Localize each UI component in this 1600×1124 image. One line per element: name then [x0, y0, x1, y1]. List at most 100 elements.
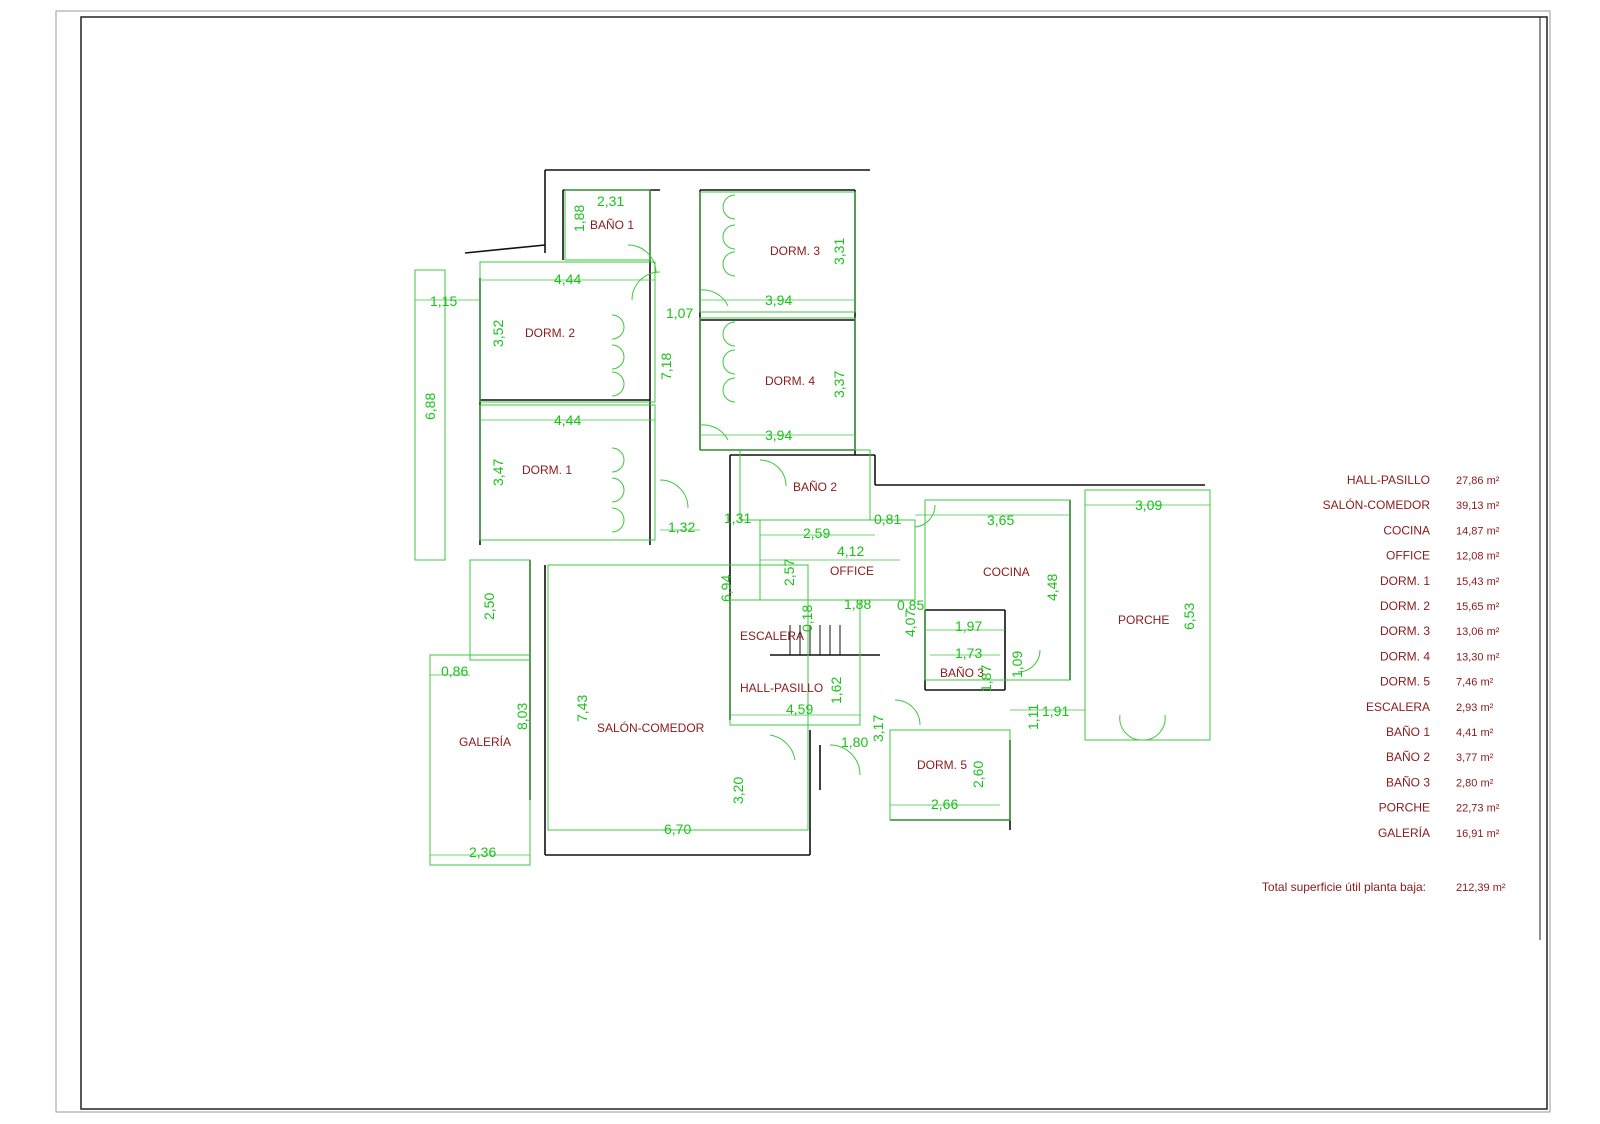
dimension-label: 7,43 — [574, 695, 590, 722]
dimension-label: 1,91 — [1042, 703, 1069, 719]
dimension-label: 8,03 — [514, 703, 530, 730]
legend-room-name: BAÑO 3 — [1386, 775, 1430, 789]
legend-room-name: HALL-PASILLO — [1347, 473, 1430, 487]
dimension-label: 2,31 — [597, 193, 624, 209]
dimension-labels: 2,31 4,44 1,15 1,07 3,94 4,44 3,94 1,31 … — [430, 193, 1162, 860]
door-swings — [611, 194, 1166, 776]
legend-room-area: 7,46 m² — [1456, 677, 1494, 689]
dimension-label: 7,18 — [658, 353, 674, 380]
dimension-label: 1,88 — [844, 596, 871, 612]
room-label-porche: PORCHE — [1118, 613, 1169, 627]
sheet-frame — [55, 10, 1551, 1113]
room-label-galeria: GALERÍA — [459, 734, 511, 749]
room-label-hall: HALL-PASILLO — [740, 681, 823, 695]
dimension-label: 4,59 — [786, 701, 813, 717]
dimension-label: 3,52 — [490, 320, 506, 347]
legend-room-area: 2,93 m² — [1456, 702, 1494, 714]
area-legend: HALL-PASILLO 27,86 m² SALÓN-COMEDOR 39,13 m… — [1323, 473, 1500, 840]
dimension-label: 2,59 — [803, 525, 830, 541]
legend-room-area: 27,86 m² — [1456, 475, 1500, 487]
legend-room-name: SALÓN-COMEDOR — [1323, 497, 1431, 512]
dimension-label: 3,94 — [765, 427, 792, 443]
dimension-label: 2,36 — [469, 844, 496, 860]
legend-room-name: PORCHE — [1379, 801, 1430, 815]
legend-room-area: 4,41 m² — [1456, 727, 1494, 739]
dimension-label: 1,80 — [841, 734, 868, 750]
dimension-label: 3,37 — [831, 371, 847, 398]
legend-room-name: BAÑO 2 — [1386, 750, 1430, 764]
legend-room-area: 15,65 m² — [1456, 601, 1500, 613]
dimension-label: 0,81 — [874, 511, 901, 527]
legend-room-area: 2,80 m² — [1456, 777, 1494, 789]
dimension-label: 1,31 — [724, 510, 751, 526]
vertical-dimension-labels: 1,88 3,31 3,52 7,18 3,37 6,88 3,47 2,57 … — [422, 205, 1197, 804]
dimension-label: 0,18 — [799, 605, 815, 632]
legend-room-area: 14,87 m² — [1456, 525, 1500, 537]
dimension-label: 1,32 — [668, 519, 695, 535]
total-value: 212,39 m² — [1456, 882, 1506, 894]
dimension-label: 6,88 — [422, 393, 438, 420]
dimension-label: 2,60 — [970, 761, 986, 788]
legend-room-name: DORM. 1 — [1380, 574, 1430, 588]
dimension-label: 1,15 — [430, 293, 457, 309]
legend-room-name: DORM. 4 — [1380, 649, 1430, 663]
room-labels: BAÑO 1 DORM. 3 DORM. 2 DORM. 4 DORM. 1 B… — [459, 218, 1169, 772]
dimension-label: 3,31 — [831, 238, 847, 265]
legend-room-area: 16,91 m² — [1456, 828, 1500, 840]
dimension-label: 3,09 — [1135, 497, 1162, 513]
total-label: Total superficie útil planta baja: — [1262, 880, 1426, 894]
dimension-label: 1,87 — [978, 665, 994, 692]
dimension-label: 6,94 — [718, 575, 734, 602]
dimension-label: 6,70 — [664, 821, 691, 837]
legend-room-name: DORM. 3 — [1380, 624, 1430, 638]
dimension-label: 3,20 — [730, 777, 746, 804]
dimension-label: 0,85 — [897, 597, 924, 613]
dimension-label: 1,09 — [1009, 651, 1025, 678]
legend-room-name: OFFICE — [1386, 549, 1430, 563]
dimension-label: 0,86 — [441, 663, 468, 679]
room-label-dorm2: DORM. 2 — [525, 326, 575, 340]
room-label-dorm4: DORM. 4 — [765, 374, 815, 388]
dimension-label: 3,17 — [870, 715, 886, 742]
legend-room-area: 3,77 m² — [1456, 752, 1494, 764]
legend-room-area: 13,30 m² — [1456, 651, 1500, 663]
legend-room-name: DORM. 2 — [1380, 599, 1430, 613]
dimension-lines — [414, 189, 1211, 866]
room-label-dorm5: DORM. 5 — [917, 758, 967, 772]
dimension-label: 1,88 — [571, 205, 587, 232]
room-label-dorm1: DORM. 1 — [522, 463, 572, 477]
legend-room-area: 13,06 m² — [1456, 626, 1500, 638]
dimension-label: 1,07 — [666, 305, 693, 321]
legend-room-name: COCINA — [1383, 523, 1430, 537]
total-area: Total superficie útil planta baja: 212,3… — [1262, 880, 1506, 894]
legend-room-area: 39,13 m² — [1456, 500, 1500, 512]
room-label-dorm3: DORM. 3 — [770, 244, 820, 258]
legend-room-name: DORM. 5 — [1380, 675, 1430, 689]
dimension-label: 1,62 — [828, 677, 844, 704]
room-label-cocina: COCINA — [983, 565, 1030, 579]
dimension-label: 1,11 — [1025, 704, 1041, 730]
dimension-label: 1,97 — [955, 618, 982, 634]
dimension-label: 3,94 — [765, 292, 792, 308]
dimension-label: 6,53 — [1181, 603, 1197, 630]
legend-room-area: 15,43 m² — [1456, 576, 1500, 588]
dimension-label: 4,07 — [902, 610, 918, 637]
dimension-label: 2,57 — [781, 559, 797, 586]
legend-room-name: ESCALERA — [1366, 700, 1430, 714]
room-label-salon: SALÓN-COMEDOR — [597, 720, 705, 735]
legend-room-name: BAÑO 1 — [1386, 725, 1430, 739]
room-label-office: OFFICE — [830, 564, 874, 578]
legend-room-area: 22,73 m² — [1456, 803, 1500, 815]
dimension-label: 1,73 — [955, 645, 982, 661]
dimension-label: 3,47 — [490, 459, 506, 486]
dimension-label: 4,44 — [554, 412, 581, 428]
dimension-label: 4,48 — [1044, 574, 1060, 601]
room-label-escalera: ESCALERA — [740, 629, 804, 643]
dimension-label: 4,12 — [837, 543, 864, 559]
legend-room-area: 12,08 m² — [1456, 551, 1500, 563]
legend-room-name: GALERÍA — [1378, 825, 1430, 840]
dimension-label: 2,50 — [481, 593, 497, 620]
dimension-label: 2,66 — [931, 796, 958, 812]
room-label-bano3: BAÑO 3 — [940, 666, 984, 680]
